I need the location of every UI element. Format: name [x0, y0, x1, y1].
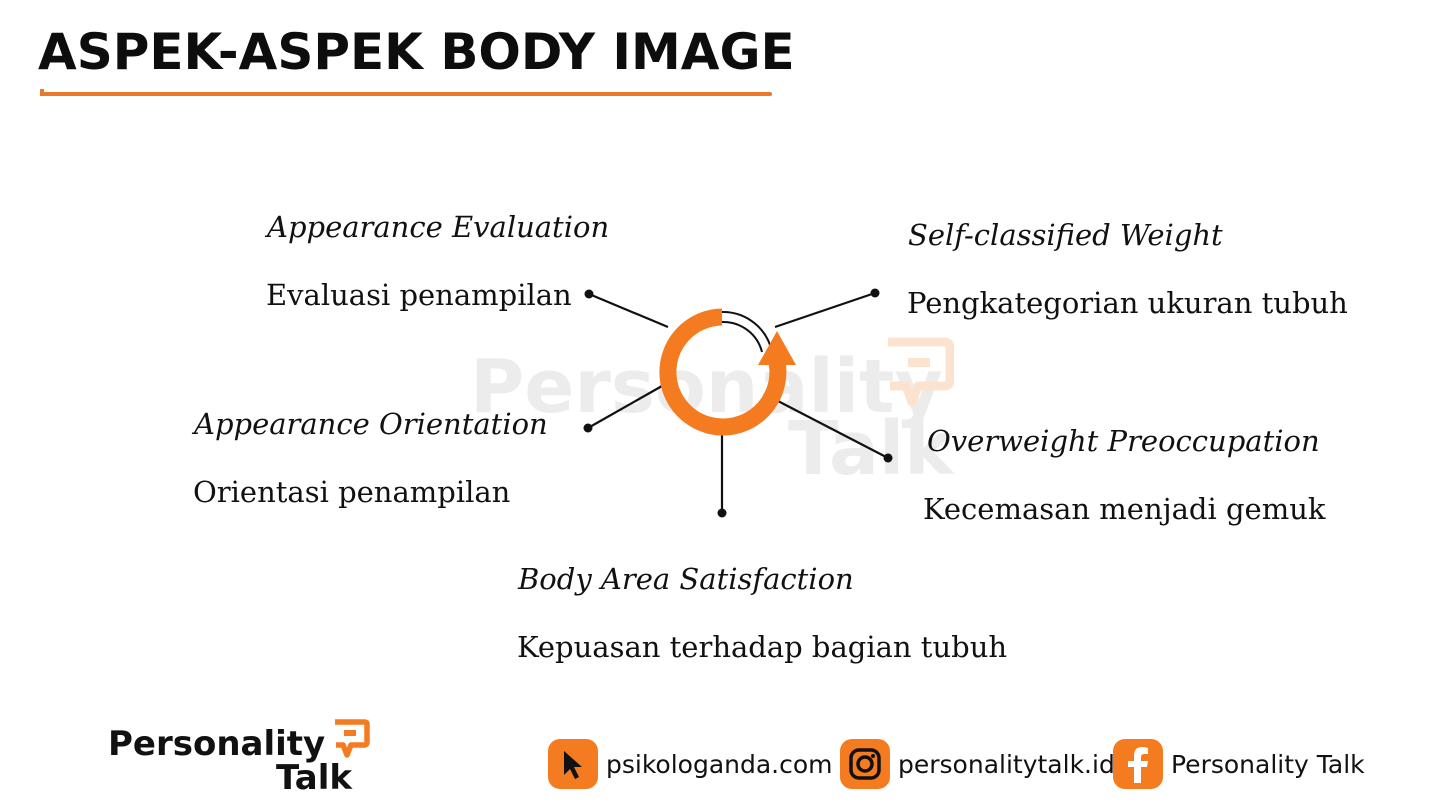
facebook-icon [1113, 739, 1163, 789]
aspect-heading-appearance-evaluation: Appearance Evaluation [267, 210, 610, 244]
dot-body-area-satisfaction [717, 508, 727, 518]
page-title: ASPEK-ASPEK BODY IMAGE [38, 23, 795, 81]
instagram-label: personalitytalk.id [898, 749, 1115, 779]
aspect-heading-body-area-satisfaction: Body Area Satisfaction [518, 562, 854, 596]
cycle-arrow-icon [659, 308, 796, 436]
aspect-desc-self-classified-weight: Pengkategorian ukuran tubuh [907, 286, 1348, 320]
dot-overweight-preoccupation [883, 453, 893, 463]
instagram-icon [840, 739, 890, 789]
aspect-desc-overweight-preoccupation: Kecemasan menjadi gemuk [923, 492, 1326, 526]
dot-appearance-evaluation [584, 289, 594, 299]
dot-self-classified-weight [870, 288, 880, 298]
logo-line1: Personality [108, 724, 326, 764]
facebook-label: Personality Talk [1171, 749, 1365, 779]
cursor-icon [548, 739, 598, 789]
connector-self-classified-weight [774, 291, 876, 329]
aspect-heading-overweight-preoccupation: Overweight Preoccupation [927, 424, 1320, 458]
title-underline [40, 89, 772, 96]
logo-line2: Talk [276, 758, 353, 798]
footer-link-website[interactable]: psikologanda.com [548, 738, 833, 790]
footer-link-instagram[interactable]: personalitytalk.id [840, 738, 1115, 790]
aspect-heading-appearance-orientation: Appearance Orientation [194, 407, 548, 441]
aspect-desc-appearance-evaluation: Evaluasi penampilan [266, 278, 572, 312]
aspect-desc-appearance-orientation: Orientasi penampilan [193, 475, 511, 509]
connector-appearance-orientation [587, 385, 663, 429]
aspect-desc-body-area-satisfaction: Kepuasan terhadap bagian tubuh [517, 630, 1008, 664]
connector-overweight-preoccupation [775, 399, 889, 459]
footer-link-facebook[interactable]: Personality Talk [1113, 738, 1365, 790]
website-label: psikologanda.com [606, 749, 833, 779]
aspect-heading-self-classified-weight: Self-classified Weight [908, 218, 1223, 252]
speech-bubble-icon [335, 719, 370, 758]
dot-appearance-orientation [583, 423, 593, 433]
connector-appearance-evaluation [588, 292, 669, 329]
